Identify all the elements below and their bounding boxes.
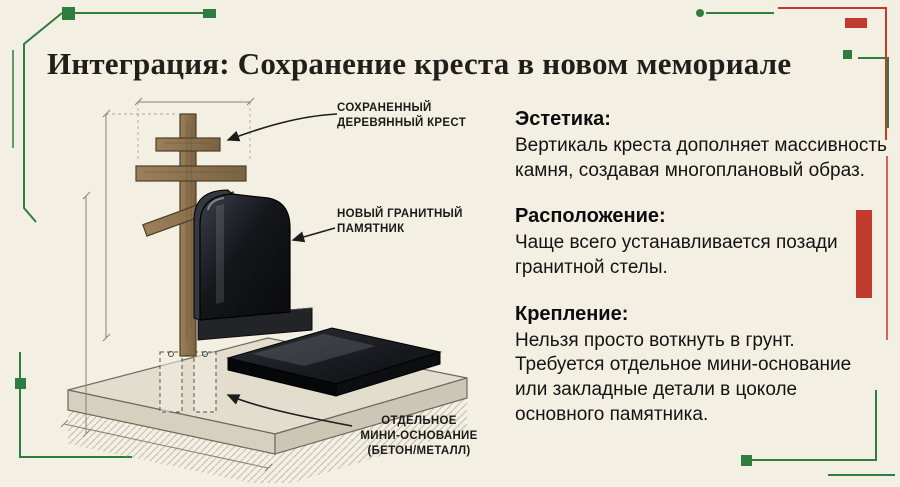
decor-dot-top-right <box>696 9 704 17</box>
section-mounting: Крепление: Нельзя просто воткнуть в грун… <box>515 303 887 428</box>
granite-stele <box>193 189 291 321</box>
label-mini-base: ОТДЕЛЬНОЕ МИНИ-ОСНОВАНИЕ (БЕТОН/МЕТАЛЛ) <box>360 415 478 457</box>
ground-hatching <box>68 398 467 487</box>
section-aesthetics: Эстетика: Вертикаль креста дополняет мас… <box>515 108 887 183</box>
section-placement-heading: Расположение: <box>515 205 666 228</box>
section-placement-body: Чаще всего устанавливается позади гранит… <box>515 232 838 279</box>
dimension-lines <box>60 97 273 472</box>
label-preserved-cross: СОХРАНЕННЫЙ ДЕРЕВЯННЫЙ КРЕСТ <box>337 102 467 129</box>
memorial-diagram <box>40 88 495 487</box>
info-column: Эстетика: Вертикаль креста дополняет мас… <box>515 108 887 450</box>
ledger-slab <box>226 327 442 397</box>
decor-square-top-left <box>62 7 75 20</box>
section-aesthetics-body: Вертикаль креста дополняет массивность к… <box>515 135 887 181</box>
section-aesthetics-heading: Эстетика: <box>515 108 611 130</box>
arrow-to-monument <box>291 227 336 243</box>
arrow-to-cross <box>226 113 338 142</box>
callout-arrows <box>226 113 353 427</box>
section-mounting-body: Нельзя просто воткнуть в грунт. Требуетс… <box>515 329 852 425</box>
mini-base-footings <box>159 351 217 413</box>
arrow-to-mini-base <box>226 394 353 427</box>
label-granite-monument: НОВЫЙ ГРАНИТНЫЙ ПАМЯТНИК <box>337 208 463 235</box>
section-mounting-heading: Крепление: <box>515 302 629 325</box>
page-title: Интеграция: Сохранение креста в новом ме… <box>47 46 792 81</box>
section-placement: Расположение: Чаще всего устанавливается… <box>515 205 887 280</box>
